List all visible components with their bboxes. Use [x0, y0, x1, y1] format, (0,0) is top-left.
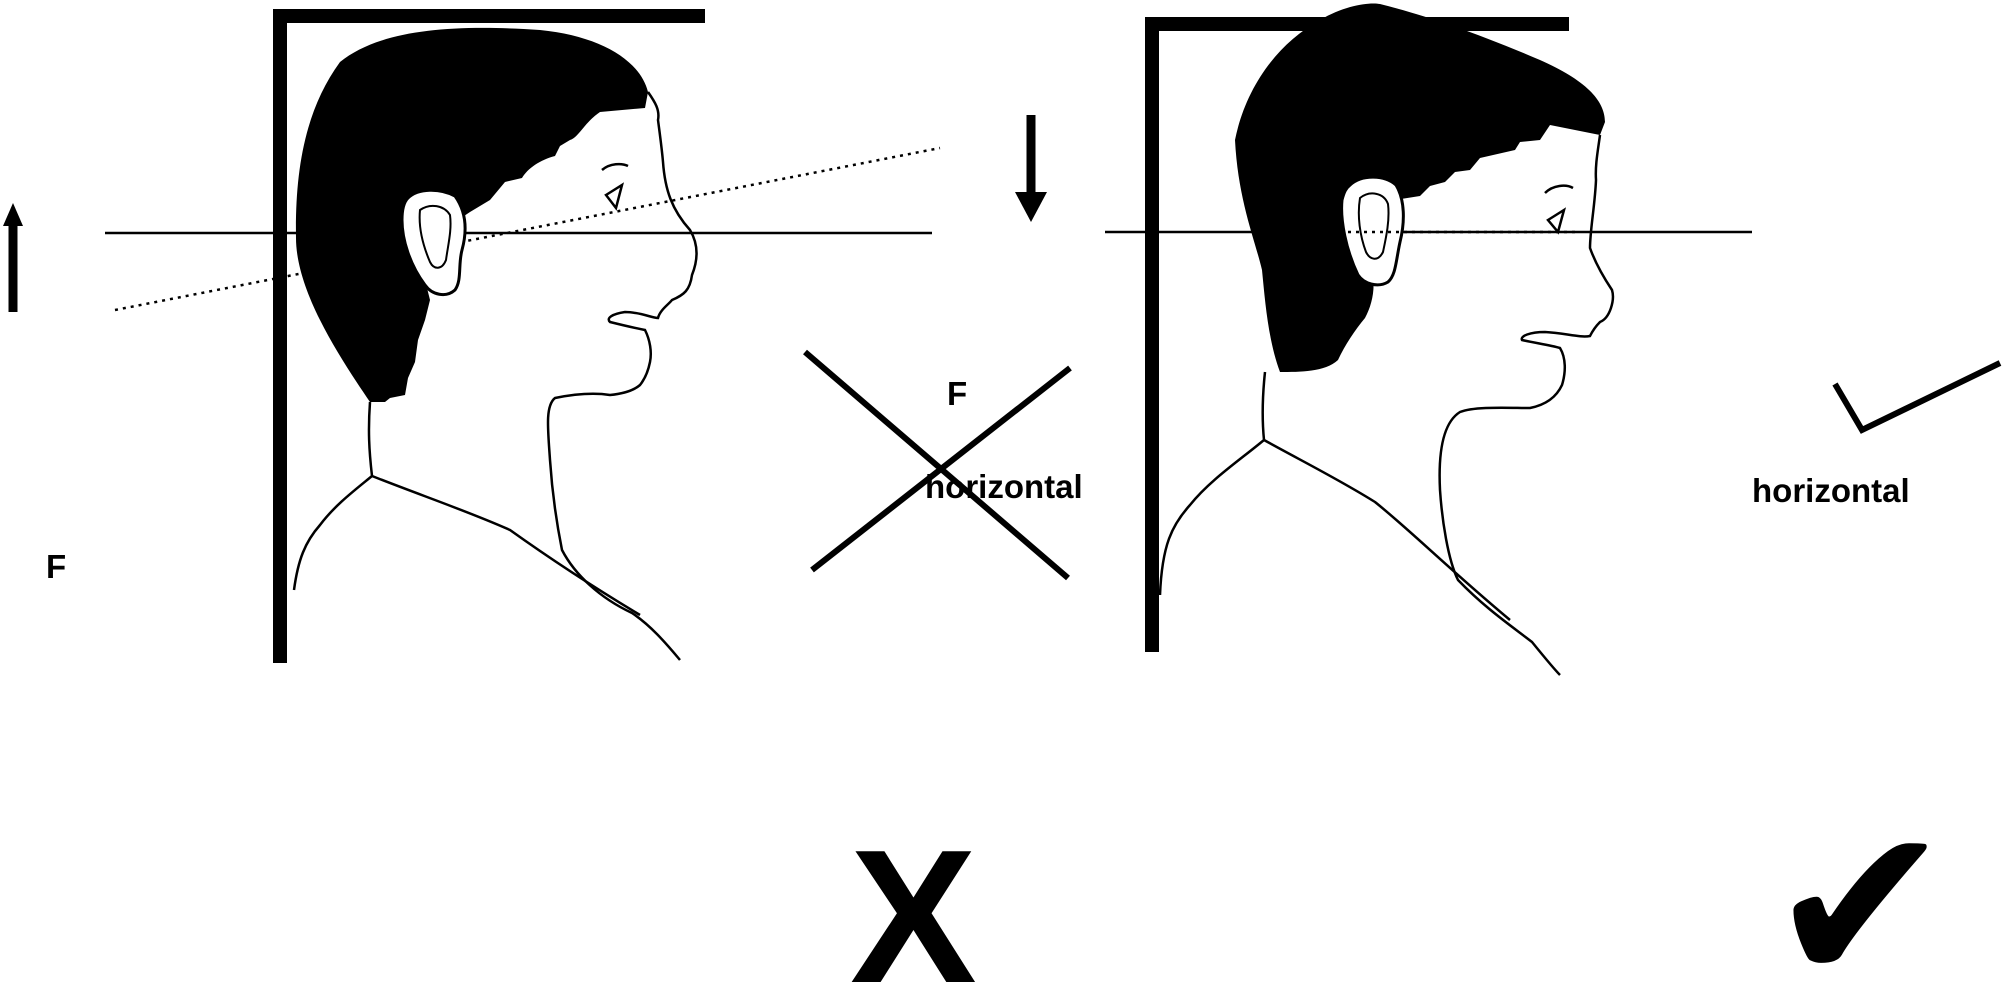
correct-mark-icon: ✔ [1768, 778, 1952, 986]
eye-shape-right [1545, 186, 1573, 232]
neck-back [294, 402, 372, 590]
right-panel: horizontal [1105, 3, 2000, 675]
arrow-up-icon [3, 203, 23, 312]
left-panel: F [3, 16, 940, 663]
middle-labels: F horizontal [805, 115, 1083, 578]
collar-line-right [1264, 440, 1510, 620]
label-horizontal-middle: horizontal [925, 468, 1083, 505]
cross-mark-icon [805, 352, 1070, 578]
eye-shape [602, 164, 628, 208]
neck-back-right [1160, 372, 1265, 595]
check-mark-icon [1835, 363, 2000, 430]
face-profile-right [1440, 135, 1613, 675]
hair-shape-right [1235, 3, 1605, 372]
wrong-mark-icon: X [850, 811, 977, 986]
label-f-middle: F [947, 375, 967, 412]
frankfort-line-tilted [115, 148, 940, 310]
face-profile [548, 92, 697, 660]
label-f-left: F [46, 548, 66, 585]
arrow-down-icon [1015, 115, 1047, 222]
label-horizontal-right: horizontal [1752, 472, 1910, 509]
